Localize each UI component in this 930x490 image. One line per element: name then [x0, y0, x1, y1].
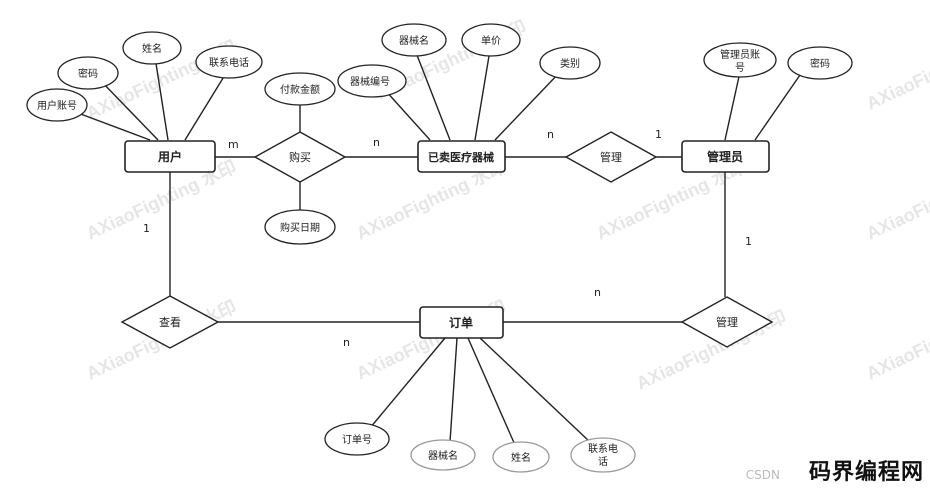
- cardinality-admin-manage: 1: [745, 235, 752, 248]
- attr-buy-date: 购买日期: [264, 209, 336, 245]
- attr-user-account: 用户账号: [26, 88, 88, 122]
- attr-buy-amount: 付款金额: [264, 72, 336, 106]
- entity-order-label: 订单: [449, 315, 473, 330]
- attr-equip-no-label: 器械编号: [350, 75, 390, 88]
- attr-admin-account: 管理员账 号: [703, 42, 777, 78]
- cardinality-user-view: 1: [143, 222, 150, 235]
- attr-order-no-label: 订单号: [342, 434, 372, 446]
- attr-buy-date-label: 购买日期: [280, 221, 320, 234]
- attr-equip-no: 器械编号: [337, 64, 407, 98]
- cardinality-equipment-manage: n: [547, 128, 554, 141]
- relationship-manage-equipment-label: 管理: [600, 150, 622, 164]
- connector-lines: [69, 49, 801, 446]
- relationship-manage-equipment: 管理: [564, 131, 658, 183]
- attr-equip-category: 类别: [539, 46, 601, 80]
- attr-user-password: 密码: [57, 56, 119, 90]
- entity-equipment-label: 已卖医疗器械: [428, 150, 494, 164]
- cardinality-manage-order: n: [594, 286, 601, 299]
- attr-user-phone: 联系电话: [195, 45, 263, 79]
- corner-sub-mark: CSDN: [745, 468, 780, 482]
- relationship-view-label: 查看: [159, 315, 181, 329]
- cardinality-view-order: n: [343, 336, 350, 349]
- attr-admin-password-label: 密码: [810, 57, 830, 70]
- attr-order-no: 订单号: [324, 422, 390, 456]
- entity-order: 订单: [419, 306, 504, 339]
- attr-admin-account-label-line2: 号: [735, 62, 745, 74]
- attr-admin-password: 密码: [787, 46, 853, 80]
- entity-admin: 管理员: [681, 140, 770, 173]
- attr-user-phone-label: 联系电话: [209, 56, 249, 69]
- relationship-manage-order-label: 管理: [716, 315, 738, 329]
- relationship-buy-label: 购买: [289, 150, 311, 164]
- attr-user-name-label: 姓名: [142, 42, 162, 55]
- attr-equip-price-label: 单价: [481, 35, 501, 47]
- watermark: AXiaoFighting 水印: [863, 156, 930, 244]
- corner-logo-text: 码界编程网: [808, 460, 924, 485]
- attr-user-account-label: 用户账号: [37, 99, 77, 112]
- entity-user-label: 用户: [157, 149, 182, 164]
- attr-equip-price: 单价: [461, 23, 521, 57]
- attr-order-phone-label-line1: 联系电: [588, 442, 618, 455]
- relationship-manage-order: 管理: [680, 296, 774, 348]
- attr-order-equip-name-label: 器械名: [428, 449, 458, 462]
- attr-order-name: 姓名: [492, 441, 550, 473]
- watermark: AXiaoFighting 水印: [863, 26, 930, 114]
- cardinality-buy-equipment: n: [373, 136, 380, 149]
- watermark: AXiaoFighting 水印: [863, 296, 930, 384]
- cardinality-manage-admin: 1: [655, 128, 662, 141]
- attr-order-phone-label-line2: 话: [598, 456, 608, 468]
- relationship-buy: 购买: [253, 131, 347, 183]
- attr-equip-category-label: 类别: [560, 57, 580, 70]
- entity-admin-label: 管理员: [707, 149, 743, 164]
- attr-order-phone: 联系电 话: [570, 437, 636, 473]
- attributes: 用户账号 密码 姓名 联系电话 付款金额 购买日期 器械编号 器械名: [26, 23, 853, 473]
- attr-equip-name: 器械名: [381, 23, 447, 57]
- attr-buy-amount-label: 付款金额: [280, 83, 320, 96]
- attr-order-equip-name: 器械名: [410, 439, 476, 471]
- attr-order-name-label: 姓名: [511, 451, 531, 464]
- attr-user-name: 姓名: [122, 31, 182, 65]
- entity-equipment: 已卖医疗器械: [417, 140, 506, 173]
- cardinality-labels: m n n 1 1 n 1 n: [143, 128, 752, 349]
- attr-equip-name-label: 器械名: [399, 34, 429, 47]
- cardinality-user-buy: m: [228, 138, 239, 151]
- attr-admin-account-label-line1: 管理员账: [720, 48, 760, 61]
- entity-user: 用户: [124, 140, 216, 173]
- relationship-view: 查看: [120, 295, 220, 349]
- attr-user-password-label: 密码: [78, 67, 98, 80]
